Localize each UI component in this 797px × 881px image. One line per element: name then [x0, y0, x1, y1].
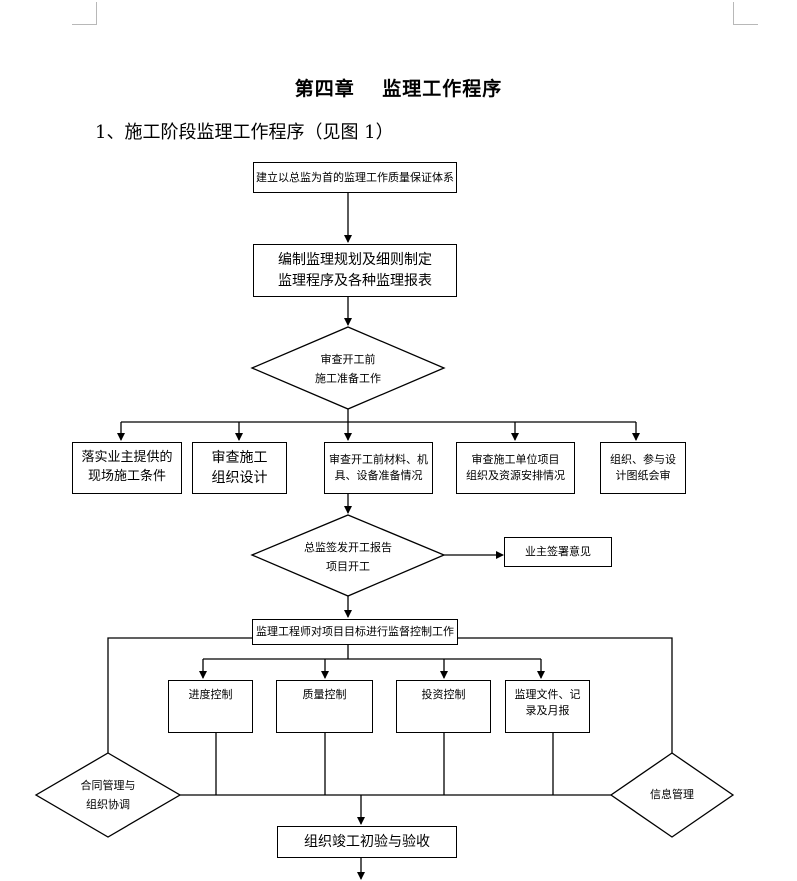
- control-box-documents: 监理文件、记 录及月报: [505, 680, 590, 733]
- chapter-title: 第四章 监理工作程序: [294, 78, 503, 100]
- control-box-schedule: 进度控制: [168, 680, 253, 733]
- crop-mark-top-left-v: [96, 2, 97, 24]
- prep-box-2-line-2: 组织设计: [211, 470, 268, 486]
- start-diamond-line-1: 总监签发开工报告: [304, 541, 392, 554]
- control-box-2-label: 质量控制: [302, 688, 347, 701]
- supervision-plan-line-1: 编制监理规划及细则制定: [278, 252, 432, 269]
- start-diamond-label: 总监签发开工报告 项目开工: [282, 538, 414, 577]
- prep-box-construction-design: 审查施工 组织设计: [192, 442, 287, 494]
- control-box-4-line-1: 监理文件、记: [514, 688, 581, 701]
- start-diamond-line-2: 项目开工: [326, 560, 370, 574]
- supervision-plan-box: 编制监理规划及细则制定 监理程序及各种监理报表: [253, 244, 457, 297]
- contract-diamond-line-2: 组织协调: [86, 798, 130, 812]
- prep-box-5-line-1: 组织、参与设: [610, 453, 676, 467]
- review-diamond-line-2: 施工准备工作: [315, 372, 381, 386]
- review-diamond-line-1: 审查开工前: [320, 353, 376, 366]
- supervision-plan-line-2: 监理程序及各种监理报表: [278, 272, 432, 289]
- prep-box-1-line-2: 现场施工条件: [87, 469, 166, 484]
- crop-mark-top-right-v: [733, 2, 734, 24]
- owner-opinion-label: 业主签署意见: [525, 545, 591, 559]
- prep-box-4-line-1: 审查施工单位项目: [471, 453, 560, 467]
- prep-box-2-line-1: 审查施工: [211, 449, 268, 466]
- contract-diamond-line-1: 合同管理与: [80, 779, 136, 792]
- owner-opinion-box: 业主签署意见: [504, 537, 612, 567]
- prep-box-4-line-2: 组织及资源安排情况: [466, 469, 565, 482]
- contract-diamond-shape: [34, 752, 182, 838]
- connector-supervise-left: [107, 637, 252, 753]
- quality-system-box: 建立以总监为首的监理工作质量保证体系: [253, 162, 457, 193]
- prep-box-3-line-2: 具、设备准备情况: [334, 469, 423, 482]
- prep-box-5-line-2: 计图纸会审: [615, 469, 671, 482]
- prep-box-3-line-1: 审查开工前材料、机: [329, 453, 428, 467]
- info-diamond-line-1: 信息管理: [650, 788, 694, 801]
- prep-box-contractor-resources: 审查施工单位项目 组织及资源安排情况: [456, 442, 575, 494]
- crop-mark-top-right-h: [733, 24, 758, 25]
- crop-mark-top-left-h: [72, 24, 97, 25]
- prep-box-materials-equipment: 审查开工前材料、机 具、设备准备情况: [324, 442, 433, 494]
- control-box-3-label: 投资控制: [421, 688, 466, 701]
- review-diamond-label: 审查开工前 施工准备工作: [282, 350, 414, 389]
- supervise-control-box: 监理工程师对项目目标进行监督控制工作: [252, 619, 458, 645]
- section-heading: 1、施工阶段监理工作程序（见图 1）: [95, 122, 394, 143]
- control-box-4-line-2: 录及月报: [525, 703, 570, 717]
- contract-diamond-label: 合同管理与 组织协调: [58, 776, 158, 815]
- completion-acceptance-box: 组织竣工初验与验收: [277, 826, 457, 858]
- prep-box-site-conditions: 落实业主提供的 现场施工条件: [72, 442, 182, 494]
- info-diamond-label: 信息管理: [627, 785, 717, 804]
- prep-box-drawing-review: 组织、参与设 计图纸会审: [600, 442, 686, 494]
- supervise-control-label: 监理工程师对项目目标进行监督控制工作: [256, 625, 454, 639]
- info-diamond-shape: [609, 752, 735, 838]
- quality-system-label: 建立以总监为首的监理工作质量保证体系: [256, 170, 454, 184]
- connector-supervise-right: [458, 637, 673, 765]
- control-box-quality: 质量控制: [276, 680, 373, 733]
- prep-box-1-line-1: 落实业主提供的: [81, 450, 173, 466]
- control-box-1-label: 进度控制: [188, 688, 233, 701]
- control-box-investment: 投资控制: [396, 680, 491, 733]
- completion-acceptance-label: 组织竣工初验与验收: [304, 833, 430, 850]
